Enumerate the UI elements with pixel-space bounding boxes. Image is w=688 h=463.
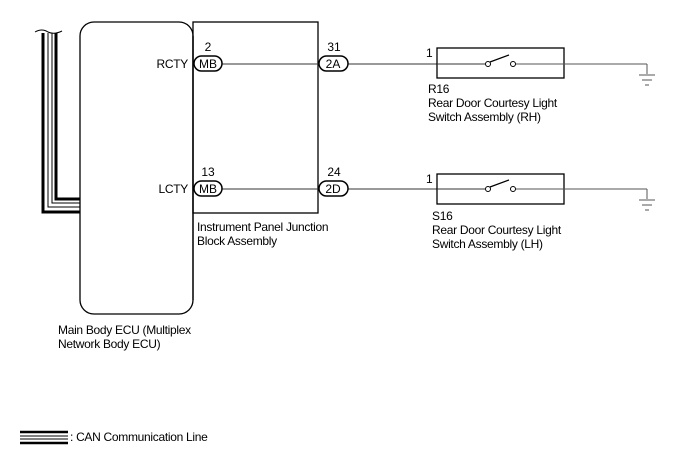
legend-can-line-label: : CAN Communication Line	[70, 430, 208, 444]
connector-2d	[318, 180, 349, 197]
switch-lever-icon	[489, 54, 510, 63]
pin-number-2a: 31	[327, 40, 341, 54]
connector-label-2a: 2A	[326, 57, 341, 71]
ground-icon	[639, 74, 655, 86]
terminal-label-lcty: LCTY	[159, 182, 189, 196]
connector-label-2d: 2D	[325, 182, 341, 196]
switch-s16-code: S16	[432, 209, 453, 223]
switch-s16-name-line1: Rear Door Courtesy Light	[432, 223, 562, 237]
pin-number-rcty: 2	[205, 40, 212, 54]
ground-icon	[639, 199, 655, 211]
switch-r16-box	[436, 47, 565, 79]
switch-lever-icon	[489, 179, 510, 188]
pin-number-lcty: 13	[201, 165, 215, 179]
switch-s16-name-line2: Switch Assembly (LH)	[432, 237, 543, 251]
junction-block-name-line2: Block Assembly	[197, 234, 277, 248]
can-communication-line	[34, 29, 80, 214]
switch-r16-pin: 1	[426, 46, 433, 60]
switch-r16-code: R16	[428, 82, 450, 96]
switch-contact-icon	[485, 186, 491, 192]
ecu-name-line1: Main Body ECU (Multiplex	[58, 323, 191, 337]
ecu-name-line2: Network Body ECU)	[58, 337, 161, 351]
connector-label-mb-lcty: MB	[199, 182, 217, 196]
switch-s16-pin: 1	[426, 172, 433, 186]
connector-label-mb-rcty: MB	[199, 57, 217, 71]
pin-number-2d: 24	[327, 165, 341, 179]
switch-r16: 1 R16 Rear Door Courtesy Light Switch As…	[426, 46, 655, 124]
switch-s16: 1 S16 Rear Door Courtesy Light Switch As…	[426, 172, 655, 251]
switch-contact-icon	[485, 61, 491, 67]
switch-contact-icon	[510, 61, 516, 67]
junction-block-name-line1: Instrument Panel Junction	[197, 220, 328, 234]
connector-mb-lcty	[193, 180, 223, 197]
switch-r16-name-line2: Switch Assembly (RH)	[428, 110, 541, 124]
switch-contact-icon	[510, 186, 516, 192]
switch-r16-name-line1: Rear Door Courtesy Light	[428, 96, 558, 110]
can-line-legend-icon	[20, 430, 68, 445]
connector-mb-rcty	[193, 55, 223, 72]
legend: : CAN Communication Line	[20, 430, 208, 445]
terminal-label-rcty: RCTY	[157, 57, 189, 71]
connector-2a	[318, 55, 349, 72]
